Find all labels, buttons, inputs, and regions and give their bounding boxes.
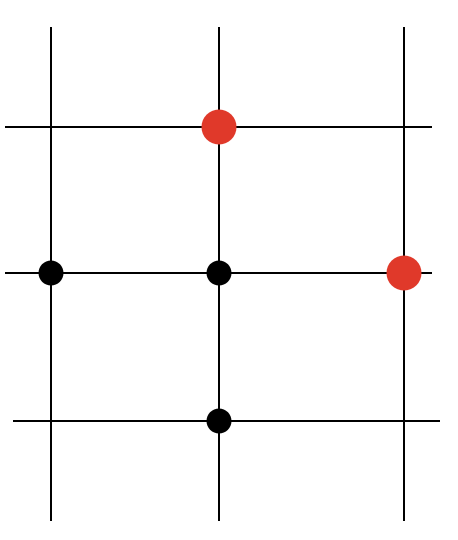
red-stone-4 <box>386 255 422 291</box>
stones <box>38 109 422 434</box>
black-stone-2 <box>38 260 64 286</box>
black-stone-3 <box>206 260 232 286</box>
red-stone-1 <box>201 109 237 145</box>
black-stone-5 <box>206 408 232 434</box>
